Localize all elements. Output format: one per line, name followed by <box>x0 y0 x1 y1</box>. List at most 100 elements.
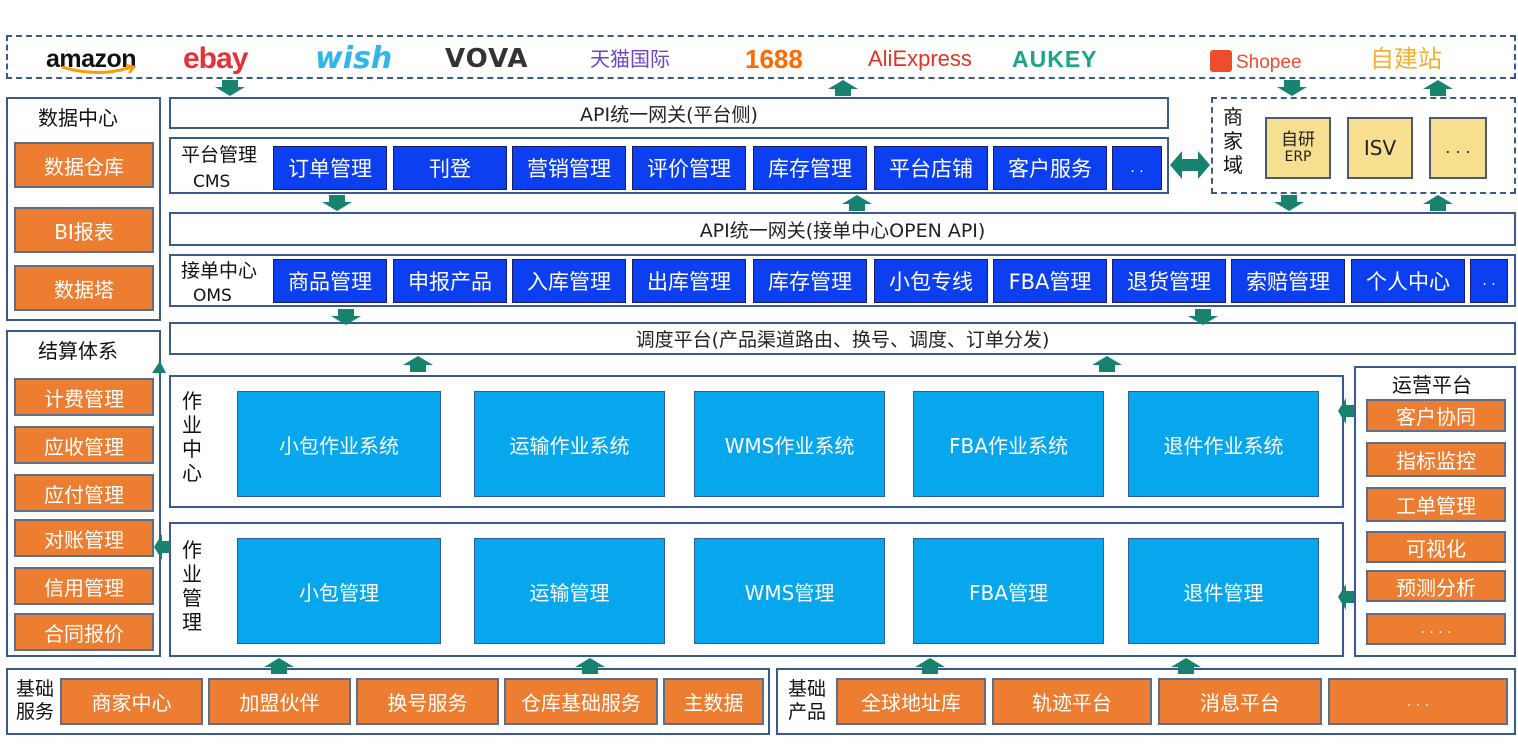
oms-more[interactable]: . . <box>1470 259 1508 303</box>
operations-panel: 运营平台 客户协同 指标监控 工单管理 可视化 预测分析 . . . . <box>1354 366 1516 657</box>
bi-report-box[interactable]: BI报表 <box>14 207 154 253</box>
ops-fba-system[interactable]: FBA作业系统 <box>913 391 1104 497</box>
platform-logo-自建站: 自建站 <box>1370 45 1442 73</box>
cms-more[interactable]: . . <box>1112 146 1162 190</box>
payable-box[interactable]: 应付管理 <box>14 474 154 512</box>
ops-return-system[interactable]: 退件作业系统 <box>1128 391 1319 497</box>
oms-inventory[interactable]: 库存管理 <box>753 259 867 303</box>
arrow-up-platform-gateway <box>828 80 858 96</box>
ops-more[interactable]: . . . . <box>1366 613 1506 645</box>
arrow-up-merchant-2 <box>1423 195 1453 211</box>
cms-review[interactable]: 评价管理 <box>632 146 746 190</box>
cms-customer-service[interactable]: 客户服务 <box>993 146 1107 190</box>
ops-forecast[interactable]: 预测分析 <box>1366 570 1506 602</box>
platform-logo-1688: 1688 <box>745 44 803 74</box>
base-global-address[interactable]: 全球地址库 <box>836 678 986 725</box>
base-products-title: 基础产品 <box>788 678 827 723</box>
oms-row: 接单中心 OMS 商品管理 申报产品 入库管理 出库管理 库存管理 小包专线 F… <box>169 254 1516 307</box>
cms-title: 平台管理 <box>181 144 258 166</box>
oms-subtitle: OMS <box>193 286 232 306</box>
receivable-box[interactable]: 应收管理 <box>14 426 154 464</box>
merchant-domain-panel: 商家域 自研 ERP ISV . . . <box>1211 97 1516 194</box>
platform-logo-amazon: amazon <box>46 44 137 73</box>
ops-mgmt-panel: 作业管理 小包管理 运输管理 WMS管理 FBA管理 退件管理 <box>169 522 1344 657</box>
ops-fba-mgmt[interactable]: FBA管理 <box>913 538 1104 644</box>
merchant-domain-title: 商家域 <box>1223 105 1243 177</box>
platform-logo-vova: VOVA <box>445 44 529 74</box>
merchant-erp-box[interactable]: 自研 ERP <box>1265 117 1331 179</box>
oms-parcel-line[interactable]: 小包专线 <box>874 259 988 303</box>
merchant-more-box[interactable]: . . . <box>1429 117 1487 179</box>
oms-declare-product[interactable]: 申报产品 <box>393 259 507 303</box>
arrow-up-cms <box>842 195 872 211</box>
base-messaging[interactable]: 消息平台 <box>1158 678 1322 725</box>
cms-listing[interactable]: 刊登 <box>393 146 507 190</box>
cms-marketing[interactable]: 营销管理 <box>512 146 626 190</box>
arrow-down-merchant <box>1277 80 1307 96</box>
platform-strip <box>6 35 1516 79</box>
arrow-down-cms <box>322 195 352 211</box>
arrow-down-platform-gateway <box>215 80 245 96</box>
base-more[interactable]: . . . <box>1328 678 1508 725</box>
base-tracking[interactable]: 轨迹平台 <box>992 678 1152 725</box>
oms-title: 接单中心 <box>181 260 258 282</box>
oms-product-mgmt[interactable]: 商品管理 <box>273 259 387 303</box>
reconciliation-box[interactable]: 对账管理 <box>14 519 154 557</box>
data-tower-box[interactable]: 数据塔 <box>14 265 154 311</box>
amazon-smile-icon <box>61 64 137 74</box>
platform-logo-ebay: ebay <box>183 42 248 75</box>
base-partners[interactable]: 加盟伙伴 <box>208 678 351 725</box>
base-services-title: 基础服务 <box>16 678 55 723</box>
ops-center-panel: 作业中心 小包作业系统 运输作业系统 WMS作业系统 FBA作业系统 退件作业系… <box>169 375 1344 508</box>
merchant-erp-line1: 自研 <box>1281 129 1315 150</box>
data-center-panel: 数据中心 数据仓库 BI报表 数据塔 <box>6 97 161 321</box>
ops-wms-mgmt[interactable]: WMS管理 <box>694 538 885 644</box>
cms-subtitle: CMS <box>193 172 231 192</box>
ops-return-mgmt[interactable]: 退件管理 <box>1128 538 1319 644</box>
billing-box[interactable]: 计费管理 <box>14 378 154 416</box>
platform-logo-aliexpress: AliExpress <box>868 46 972 71</box>
gateway-open-bar: API统一网关(接单中心OPEN API) <box>169 212 1516 246</box>
cms-stores[interactable]: 平台店铺 <box>874 146 988 190</box>
oms-claims[interactable]: 索赔管理 <box>1231 259 1345 303</box>
data-warehouse-box[interactable]: 数据仓库 <box>14 142 154 188</box>
base-number-swap[interactable]: 换号服务 <box>356 678 499 725</box>
ops-wms-system[interactable]: WMS作业系统 <box>694 391 885 497</box>
base-warehouse-services[interactable]: 仓库基础服务 <box>504 678 658 725</box>
operations-title: 运营平台 <box>1392 373 1472 397</box>
base-services-panel: 基础服务 商家中心 加盟伙伴 换号服务 仓库基础服务 主数据 <box>6 668 770 735</box>
merchant-erp-line2: ERP <box>1284 148 1312 165</box>
ops-mgmt-title: 作业管理 <box>182 538 202 634</box>
scheduling-bar: 调度平台(产品渠道路由、换号、调度、订单分发) <box>169 322 1516 355</box>
platform-logo-shopee: Shopee <box>1210 49 1302 72</box>
platform-logo-天猫国际: 天猫国际 <box>590 47 670 71</box>
settlement-title: 结算体系 <box>38 339 118 363</box>
oms-outbound[interactable]: 出库管理 <box>632 259 746 303</box>
ops-transport-mgmt[interactable]: 运输管理 <box>474 538 665 644</box>
ops-kpi-monitor[interactable]: 指标监控 <box>1366 442 1506 477</box>
credit-box[interactable]: 信用管理 <box>14 567 154 605</box>
platform-logo-wish: wish <box>315 41 393 76</box>
ops-parcel-system[interactable]: 小包作业系统 <box>237 391 441 497</box>
ops-parcel-mgmt[interactable]: 小包管理 <box>237 538 441 644</box>
oms-inbound[interactable]: 入库管理 <box>512 259 626 303</box>
cms-order-mgmt[interactable]: 订单管理 <box>273 146 387 190</box>
ops-customer-collab[interactable]: 客户协同 <box>1366 399 1506 432</box>
ops-transport-system[interactable]: 运输作业系统 <box>474 391 665 497</box>
merchant-isv-box[interactable]: ISV <box>1347 117 1413 179</box>
merchant-more-label: . . . <box>1445 138 1471 158</box>
arrow-up-merchant <box>1423 80 1453 96</box>
base-products-panel: 基础产品 全球地址库 轨迹平台 消息平台 . . . <box>776 668 1516 735</box>
arrow-up-schedule-right <box>1092 356 1122 372</box>
arrow-down-merchant-2 <box>1274 195 1304 211</box>
contract-quote-box[interactable]: 合同报价 <box>14 613 154 651</box>
cms-row: 平台管理 CMS 订单管理 刊登 营销管理 评价管理 库存管理 平台店铺 客户服… <box>169 137 1169 194</box>
ops-visualization[interactable]: 可视化 <box>1366 531 1506 563</box>
ops-ticket-mgmt[interactable]: 工单管理 <box>1366 487 1506 522</box>
base-master-data[interactable]: 主数据 <box>663 678 764 725</box>
cms-inventory[interactable]: 库存管理 <box>753 146 867 190</box>
oms-fba[interactable]: FBA管理 <box>993 259 1107 303</box>
oms-personal-center[interactable]: 个人中心 <box>1351 259 1465 303</box>
base-merchant-center[interactable]: 商家中心 <box>60 678 203 725</box>
oms-returns[interactable]: 退货管理 <box>1112 259 1226 303</box>
